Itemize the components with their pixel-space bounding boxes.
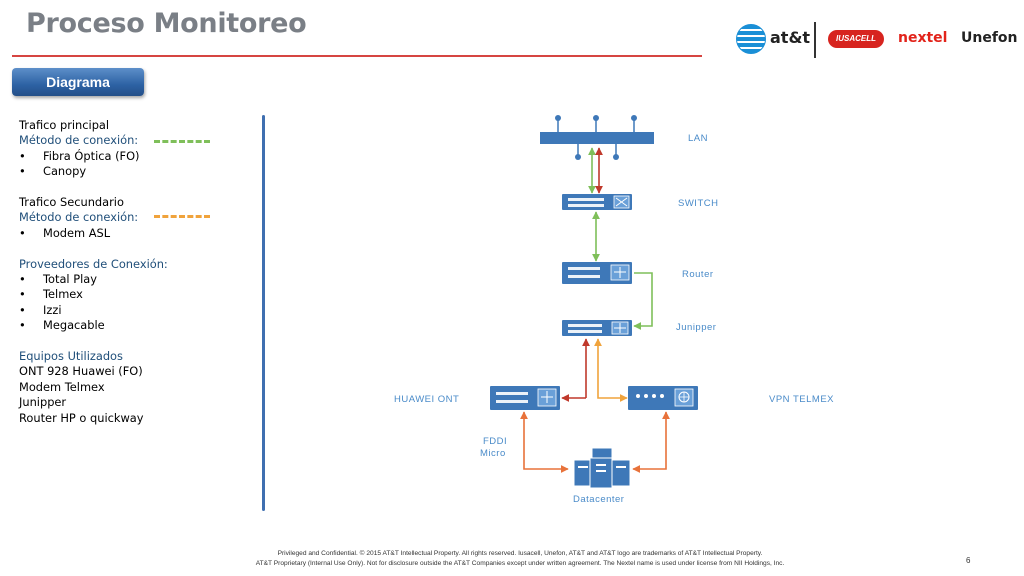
secondary-traffic-title: Trafico Secundario	[19, 195, 124, 210]
att-logo: at&t	[770, 28, 811, 47]
unefon-logo: Unefon	[961, 30, 1018, 46]
primary-traffic-block: Trafico principal Método de conexión: Fi…	[19, 118, 249, 180]
iusacell-logo: IUSACELL	[828, 30, 884, 48]
fddi-label: FDDI	[483, 436, 507, 447]
lan-label: LAN	[688, 133, 708, 144]
provider-item: Megacable	[19, 318, 249, 334]
link-router-junipper	[633, 272, 653, 330]
vpn-telmex-label: VPN TELMEX	[769, 394, 834, 405]
junipper-device-icon	[562, 320, 632, 336]
page-number: 6	[966, 556, 971, 565]
primary-item-canopy: Canopy	[19, 164, 249, 180]
page-title: Proceso Monitoreo	[26, 8, 307, 39]
equipment-item: ONT 928 Huawei (FO)	[19, 364, 143, 379]
fddi-micro-label: Micro	[480, 448, 506, 459]
secondary-traffic-block: Trafico Secundario Método de conexión: M…	[19, 195, 249, 242]
primary-legend-dash	[154, 140, 210, 143]
diagrama-tag: Diagrama	[12, 68, 144, 96]
equipment-title: Equipos Utilizados	[19, 349, 123, 364]
switch-device-icon	[562, 194, 632, 210]
datacenter-icon	[573, 447, 631, 489]
footer-legal: Privileged and Confidential. © 2015 AT&T…	[210, 549, 830, 568]
lan-bus	[540, 115, 654, 160]
logo-separator	[814, 22, 816, 58]
providers-title: Proveedores de Conexión:	[19, 256, 168, 271]
provider-item: Total Play	[19, 272, 249, 288]
provider-item: Izzi	[19, 303, 249, 319]
providers-block: Proveedores de Conexión: Total Play Telm…	[19, 257, 249, 334]
nextel-logo: nextel	[898, 30, 948, 46]
primary-traffic-title: Trafico principal	[19, 118, 110, 132]
title-underline	[12, 55, 702, 57]
equipment-item: Router HP o quickway	[19, 410, 144, 425]
huawei-ont-icon	[490, 386, 560, 410]
datacenter-label: Datacenter	[573, 494, 624, 505]
secondary-legend-dash	[154, 215, 210, 218]
vertical-divider	[262, 115, 265, 511]
footer-line-1: Privileged and Confidential. © 2015 AT&T…	[277, 550, 763, 557]
provider-item: Telmex	[19, 287, 249, 303]
secondary-method-label: Método de conexión:	[19, 210, 139, 225]
link-vpn-junipper-secondary	[594, 338, 628, 402]
secondary-item-modem: Modem ASL	[19, 226, 249, 242]
left-panel: Trafico principal Método de conexión: Fi…	[19, 118, 249, 441]
equipment-item: Junipper	[19, 395, 67, 410]
brand-logos: at&t IUSACELL nextel Unefon	[734, 20, 1024, 60]
vpn-telmex-icon	[628, 386, 698, 410]
equipment-item: Modem Telmex	[19, 379, 105, 394]
router-label: Router	[682, 269, 714, 280]
link-vpn-datacenter	[632, 411, 670, 473]
primary-item-fo: Fibra Óptica (FO)	[19, 149, 249, 165]
router-device-icon	[562, 262, 632, 284]
equipment-block: Equipos Utilizados ONT 928 Huawei (FO) M…	[19, 349, 249, 426]
primary-method-label: Método de conexión:	[19, 133, 139, 148]
junipper-label: Junipper	[676, 322, 716, 333]
link-huawei-datacenter	[520, 411, 569, 473]
huawei-ont-label: HUAWEI ONT	[394, 394, 459, 405]
att-globe-icon	[736, 24, 766, 54]
switch-label: SWITCH	[678, 198, 718, 209]
footer-line-2: AT&T Proprietary (Internal Use Only). No…	[255, 559, 785, 567]
